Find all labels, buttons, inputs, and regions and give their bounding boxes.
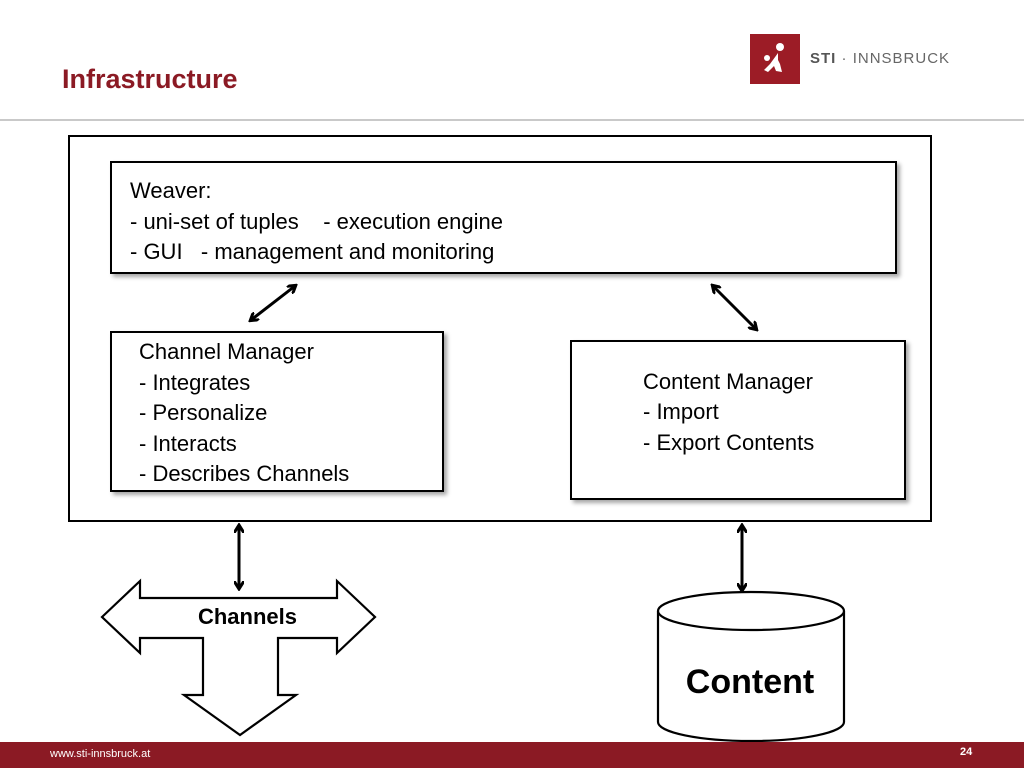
weaver-line-gui: - GUI - management and monitoring [130, 239, 495, 264]
weaver-channel-arrow [251, 286, 295, 320]
content-manager-box: Content Manager - Import - Export Conten… [570, 340, 906, 500]
weaver-box: Weaver: - uni-set of tuples - execution … [110, 161, 897, 274]
channel-manager-title: Channel Manager [139, 339, 314, 364]
channel-manager-item: - Interacts [139, 431, 237, 456]
channels-shape [100, 578, 377, 737]
channel-manager-item: - Describes Channels [139, 461, 350, 486]
slide-title: Infrastructure [62, 64, 238, 94]
page-number: 24 [960, 746, 973, 758]
weaver-title: Weaver: [130, 178, 212, 203]
channels-label: Channels [197, 604, 298, 629]
footer-url: www.sti-innsbruck.at [50, 748, 151, 760]
content-label: Content [685, 663, 815, 701]
channel-manager-box: Channel Manager - Integrates - Personali… [110, 331, 444, 492]
logo-figure-icon [750, 34, 800, 84]
footer-bar: www.sti-innsbruck.at 24 [0, 742, 1024, 768]
weaver-content-arrow [713, 286, 756, 329]
content-manager-item: - Export Contents [643, 430, 815, 455]
sti-logo: STI · INNSBRUCK [750, 34, 950, 84]
channel-manager-item: - Integrates [139, 370, 251, 395]
weaver-line-tuples: - uni-set of tuples - execution engine [130, 209, 503, 234]
content-database-shape [656, 611, 846, 743]
content-manager-item: - Import [643, 399, 719, 424]
logo-text: STI · INNSBRUCK [810, 50, 951, 67]
content-database-top [656, 590, 846, 632]
channel-manager-item: - Personalize [139, 400, 268, 425]
header-divider [0, 119, 1024, 121]
content-manager-title: Content Manager [643, 369, 813, 394]
